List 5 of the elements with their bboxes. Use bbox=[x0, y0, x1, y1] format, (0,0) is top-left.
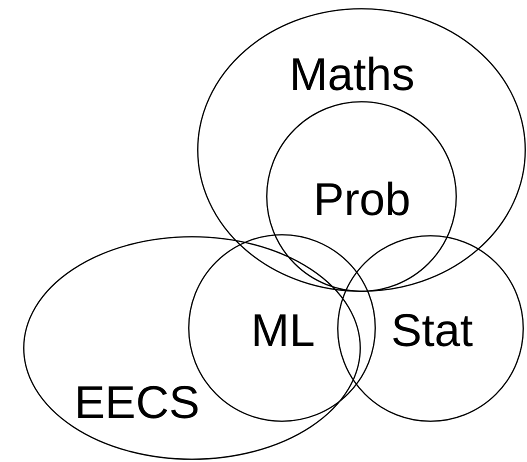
set-label: Stat bbox=[391, 303, 473, 357]
set-label: Maths bbox=[289, 47, 415, 101]
set-label: ML bbox=[251, 303, 315, 357]
set-label: EECS bbox=[74, 375, 200, 429]
set-label: Prob bbox=[313, 172, 411, 226]
